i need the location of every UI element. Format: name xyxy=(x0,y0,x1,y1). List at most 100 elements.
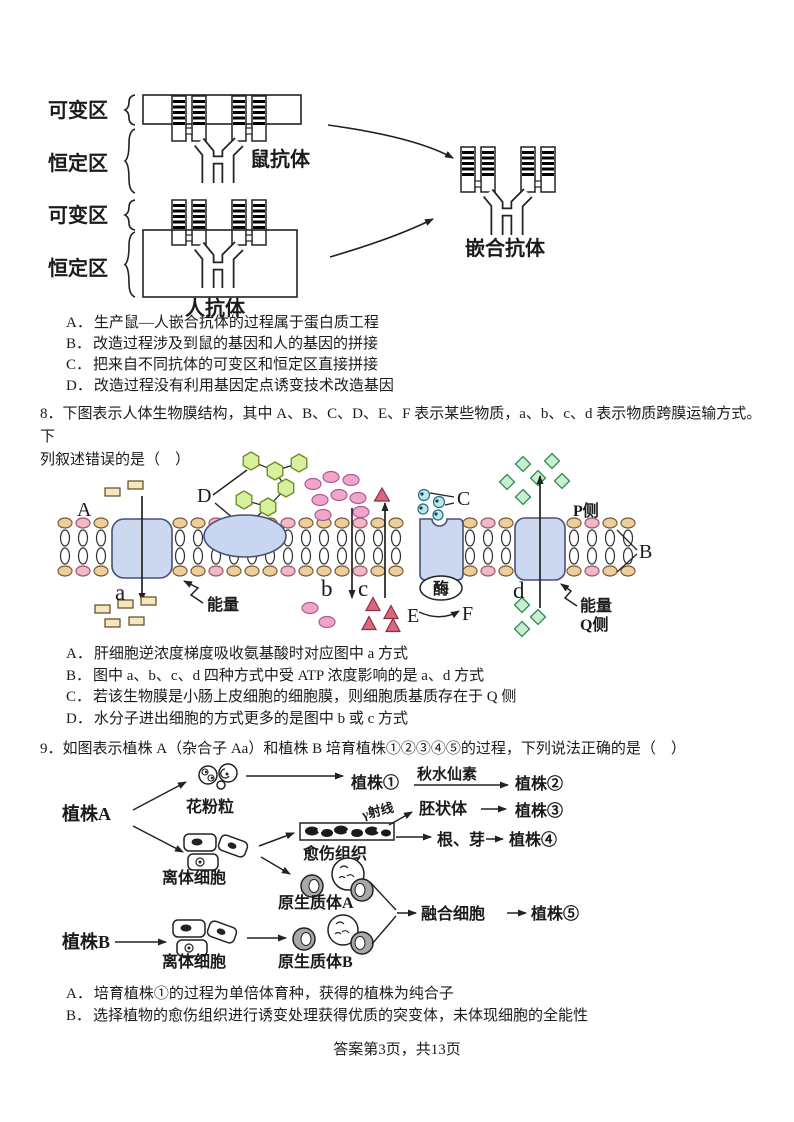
plant3-label: 植株③ xyxy=(514,801,563,820)
mode-a-label: a xyxy=(115,580,125,605)
option-text: 把来自不同抗体的可变区和恒定区直接拼接 xyxy=(93,357,379,373)
option-text: 生产鼠—人嵌合抗体的过程属于蛋白质工程 xyxy=(93,315,379,331)
substance-d-molecules xyxy=(498,452,571,638)
option-row: A．培育植株①的过程为单倍体育种，获得的植株为纯合子 xyxy=(66,983,588,1005)
option-row: C．把来自不同抗体的可变区和恒定区直接拼接 xyxy=(66,355,394,376)
q8-stem-line1: 下图表示人体生物膜结构，其中 A、B、C、D、E、F 表示某些物质，a、b、c、… xyxy=(40,406,762,445)
plant-a-label: 植株A xyxy=(62,803,111,824)
plant4-label: 植株④ xyxy=(508,830,557,849)
arrow-human-to-chimeric xyxy=(329,218,434,258)
constant-region-label: 恒定区 xyxy=(48,151,108,175)
option-label: A． xyxy=(66,315,92,331)
arrow-cells-protoplastA xyxy=(260,856,291,875)
protoplast-a-label: 原生质体A xyxy=(278,893,354,912)
human-antibody-label: 人抗体 xyxy=(185,296,246,320)
q8-stem-line2: 列叙述错误的是（ ） xyxy=(40,452,191,468)
option-text: 选择植物的愈伤组织进行诱变处理获得优质的突变体，未体现细胞的全能性 xyxy=(93,1008,589,1024)
arrow-plantA-cells xyxy=(132,825,184,853)
chimeric-antibody-label: 嵌合抗体 xyxy=(465,236,546,260)
substance-C-label: C xyxy=(457,488,470,510)
pollen-label: 花粉粒 xyxy=(186,797,234,816)
arrow-E-to-F xyxy=(418,610,460,619)
mouse-antibody-label: 鼠抗体 xyxy=(250,147,311,171)
plant-breeding-figure: 植株A 花粉粒 植株① 秋水仙素 植株② xyxy=(62,763,579,971)
option-row: B．图中 a、b、c、d 四种方式中受 ATP 浓度影响的是 a、d 方式 xyxy=(66,666,516,688)
isolated-cells-bottom-label: 离体细胞 xyxy=(162,952,226,971)
option-label: D． xyxy=(66,710,92,727)
mode-c-label: c xyxy=(358,576,368,601)
energy-label-right: 能量 xyxy=(580,596,612,615)
option-row: A．生产鼠—人嵌合抗体的过程属于蛋白质工程 xyxy=(66,313,394,334)
option-text: 改造过程没有利用基因定点诱变技术改造基因 xyxy=(93,378,394,394)
plant2-label: 植株② xyxy=(514,774,563,793)
sugar-chain-hexagons xyxy=(235,451,308,517)
page-footer: 答案第3页，共13页 xyxy=(333,1042,461,1058)
embryoid-label: 胚状体 xyxy=(419,799,468,818)
option-row: A．肝细胞逆浓度梯度吸收氨基酸时对应图中 a 方式 xyxy=(66,644,516,666)
human-antibody: 可变区 恒定区 人抗体 xyxy=(48,199,298,320)
q9-options: A．培育植株①的过程为单倍体育种，获得的植株为纯合子 B．选择植物的愈伤组织进行… xyxy=(66,983,588,1027)
option-text: 图中 a、b、c、d 四种方式中受 ATP 浓度影响的是 a、d 方式 xyxy=(93,667,485,684)
substance-D-label: D xyxy=(197,485,211,507)
chimeric-antibody: 嵌合抗体 xyxy=(460,146,556,260)
option-row: B．改造过程涉及到鼠的基因和人的基因的拼接 xyxy=(66,334,394,355)
plant1-label: 植株① xyxy=(350,773,399,792)
option-text: 肝细胞逆浓度梯度吸收氨基酸时对应图中 a 方式 xyxy=(93,646,409,662)
substance-B-pointer: B xyxy=(616,529,652,573)
option-text: 若该生物膜是小肠上皮细胞的细胞膜，则细胞质基质存在于 Q 侧 xyxy=(93,689,517,706)
p-side-label: P侧 xyxy=(573,501,599,520)
option-label: B． xyxy=(66,1008,92,1024)
option-label: C． xyxy=(66,689,92,706)
energy-label-left: 能量 xyxy=(207,595,239,614)
isolated-cells-top xyxy=(183,833,249,871)
protoplast-b xyxy=(292,914,374,955)
option-label: B． xyxy=(66,667,92,684)
membrane-figure: A a 能量 D xyxy=(57,451,652,638)
energy-zigzag-right xyxy=(560,583,578,607)
fused-cell-label: 融合细胞 xyxy=(421,904,485,923)
q9-number: 9． xyxy=(40,741,63,757)
q-side-label: Q侧 xyxy=(580,615,608,634)
antibody-figure: 可变区 恒定区 鼠抗体 可变区 恒定区 人抗体 xyxy=(48,94,556,320)
option-text: 培育植株①的过程为单倍体育种，获得的植株为纯合子 xyxy=(93,986,454,1002)
protoplast-b-label: 原生质体B xyxy=(278,952,353,971)
option-label: D． xyxy=(66,378,92,394)
isolated-cells-top-label: 离体细胞 xyxy=(162,868,226,887)
substance-E-label: E xyxy=(407,605,419,627)
option-label: A． xyxy=(66,646,92,662)
arrow-gamma-embryoid xyxy=(388,811,413,826)
plant-b-label: 植株B xyxy=(62,931,110,952)
brace xyxy=(123,231,136,298)
substance-c-molecules xyxy=(360,486,402,633)
colchicine-label: 秋水仙素 xyxy=(417,765,477,783)
option-label: B． xyxy=(66,336,92,352)
brace xyxy=(123,199,136,231)
option-row: C．若该生物膜是小肠上皮细胞的细胞膜，则细胞质基质存在于 Q 侧 xyxy=(66,687,516,709)
carrier-protein-EF: C 酶 E F xyxy=(407,488,473,627)
glycoprotein-D: D xyxy=(197,451,308,558)
brace xyxy=(123,94,136,126)
callus-tissue xyxy=(299,822,395,841)
brace xyxy=(123,128,136,194)
q9-stem-text: 如图表示植株 A（杂合子 Aa）和植株 B 培育植株①②③④⑤的过程，下列说法正… xyxy=(62,741,686,757)
option-text: 改造过程涉及到鼠的基因和人的基因的拼接 xyxy=(93,336,379,352)
arrow-cells-callus xyxy=(258,832,295,847)
protoplast-a xyxy=(300,857,374,902)
constant-region-label: 恒定区 xyxy=(48,256,108,280)
option-label: C． xyxy=(66,357,92,373)
substance-B-label: B xyxy=(639,541,652,563)
enzyme-label: 酶 xyxy=(433,579,449,598)
plant5-label: 植株⑤ xyxy=(530,904,579,923)
arrow-mouse-to-chimeric xyxy=(327,124,454,159)
option-text: 水分子进出细胞的方式更多的是图中 b 或 c 方式 xyxy=(93,710,409,727)
isolated-cells-bottom xyxy=(172,919,238,957)
q7-options: A．生产鼠—人嵌合抗体的过程属于蛋白质工程 B．改造过程涉及到鼠的基因和人的基因… xyxy=(66,313,394,397)
mode-b-label: b xyxy=(321,576,333,601)
root-bud-label: 根、芽 xyxy=(437,830,485,849)
variable-region-label: 可变区 xyxy=(48,98,108,122)
q8-number: 8． xyxy=(40,406,63,422)
substance-A-label: A xyxy=(77,499,92,521)
option-label: A． xyxy=(66,986,92,1002)
q8-stem: 8．下图表示人体生物膜结构，其中 A、B、C、D、E、F 表示某些物质，a、b、… xyxy=(40,403,767,472)
